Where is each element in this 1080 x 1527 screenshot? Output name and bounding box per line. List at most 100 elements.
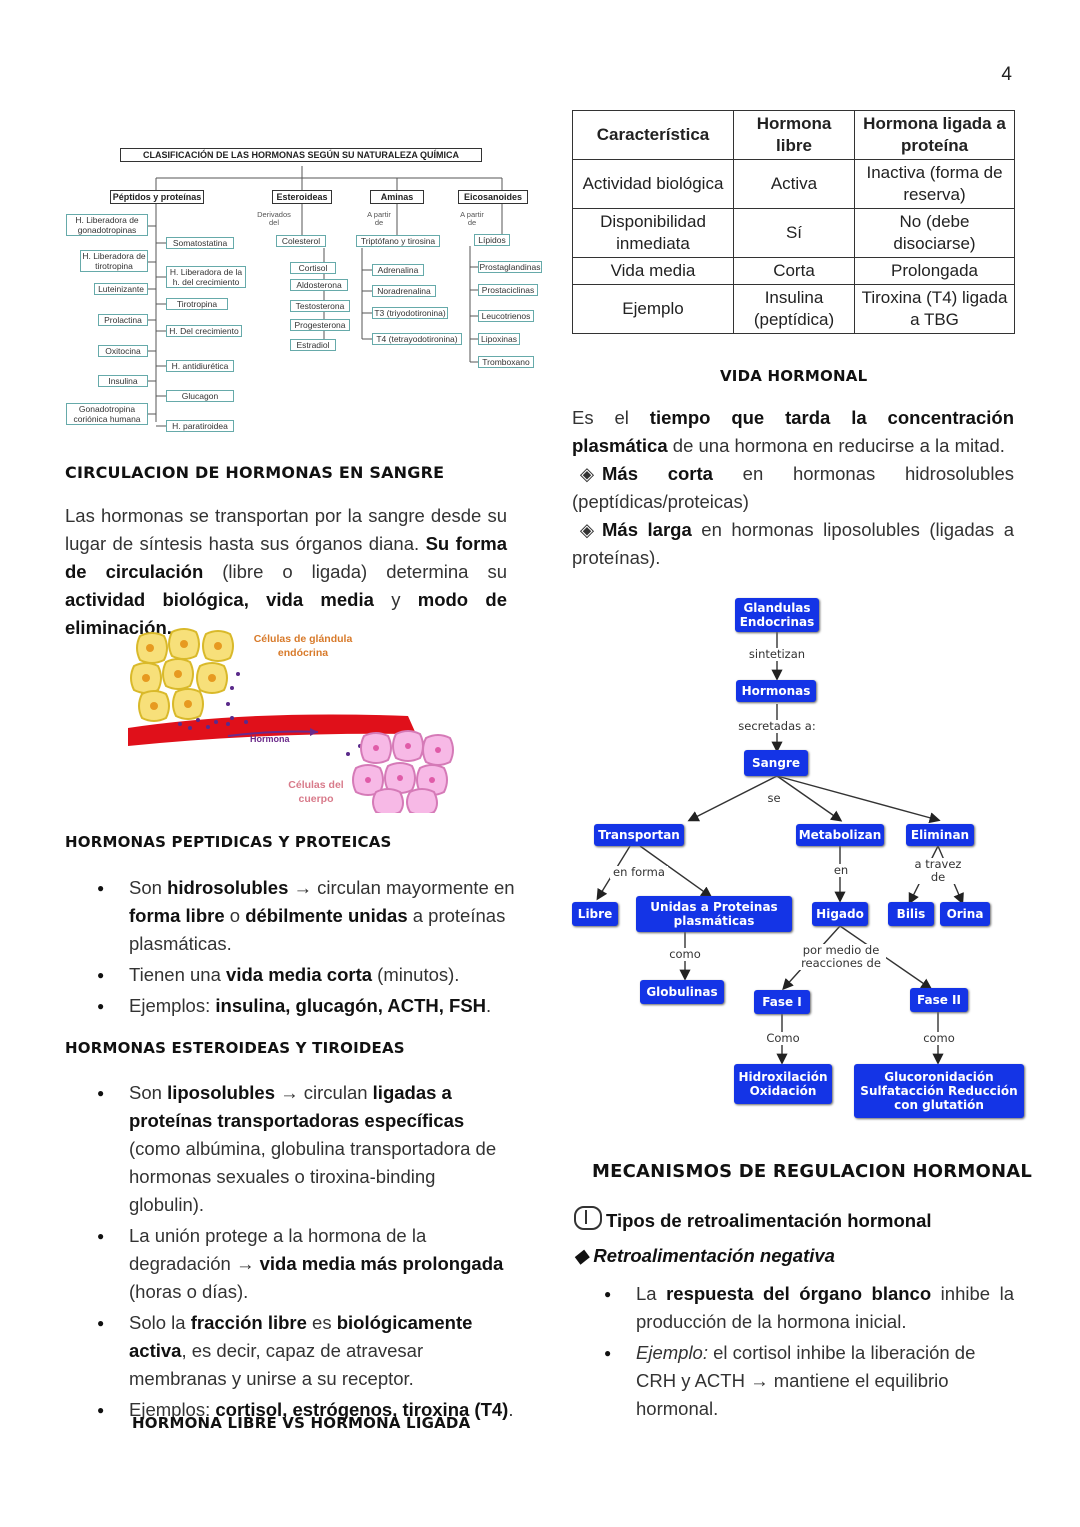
eicos-item: Prostaglandinas: [478, 261, 542, 273]
circulation-drawing: [128, 628, 454, 813]
peptide-item: H. antidiurética: [166, 360, 234, 372]
comparison-table: Característica Hormona libre Hormona lig…: [572, 110, 1015, 334]
node-free: Libre: [572, 902, 618, 926]
peptide-item: Glucagon: [166, 390, 234, 402]
list-item: Son liposolubles → circulan ligadas a pr…: [65, 1079, 515, 1219]
peptide-item: Luteinizante: [94, 283, 148, 295]
node-eliminate: Eliminan: [906, 824, 974, 846]
regulation-heading: MECANISMOS DE REGULACION HORMONAL: [592, 1161, 1033, 1182]
node-phase2-reactions: Glucoronidación Sulfatacción Reducción c…: [854, 1064, 1024, 1118]
steroid-item: Progesterona: [290, 319, 350, 331]
list-item: La unión protege a la hormona de la degr…: [65, 1222, 515, 1306]
label-secreted: secretadas a:: [734, 720, 820, 733]
label-synth: sintetizan: [746, 648, 808, 661]
steroid-item: Estradiol: [290, 339, 336, 351]
steroid-item: Aldosterona: [290, 279, 348, 291]
free-vs-bound-heading: HORMONA LIBRE VS HORMONA LIGADA: [132, 1414, 471, 1432]
node-globulins: Globulinas: [640, 980, 724, 1004]
steroid-item: Testosterona: [290, 300, 350, 312]
peptide-item: Tirotropina: [166, 298, 228, 310]
label-se: se: [766, 791, 782, 805]
list-item: Solo la fracción libre es biológicamente…: [65, 1309, 515, 1393]
peptide-item: Gonadotropina coriónica humana: [66, 403, 148, 425]
label-body-cells: Células del cuerpo: [288, 779, 344, 805]
node-phase1-reactions: Hidroxilación Oxidación: [734, 1064, 832, 1104]
note-steroids: Derivados del: [257, 210, 291, 227]
negative-feedback-title: ◆ Retroalimentación negativa: [574, 1245, 835, 1266]
brain-icon: [574, 1206, 602, 1230]
label-gland-cells: Células de glándula endócrina: [253, 633, 353, 659]
peptide-item: H. Del crecimiento: [166, 325, 242, 337]
group-peptides: Péptidos y proteínas: [110, 190, 204, 204]
label-como2: como: [920, 1032, 958, 1045]
eicos-item: Lípidos: [474, 234, 510, 246]
half-life-heading: VIDA HORMONAL: [720, 367, 868, 385]
concept-map-arrows: [596, 632, 964, 1065]
amine-item: Triptófano y tirosina: [356, 235, 440, 247]
half-life-paragraph: Es el tiempo que tarda la concentración …: [572, 407, 1014, 568]
label-by-means: por medio de reacciones de: [796, 944, 886, 970]
regulation-list: La respuesta del órgano blanco inhibe la…: [572, 1280, 1014, 1426]
eicos-item: Lipoxinas: [478, 333, 520, 345]
amine-item: T3 (triyodotironina): [372, 307, 448, 319]
table-header: Hormona libre: [733, 110, 855, 160]
table-header: Hormona ligada a proteína: [854, 110, 1015, 160]
group-steroids: Esteroideas: [272, 190, 332, 204]
node-phase1: Fase I: [754, 990, 810, 1014]
steroid-list: Son liposolubles → circulan ligadas a pr…: [65, 1079, 515, 1427]
table-header: Característica: [572, 110, 734, 160]
circulation-heading: CIRCULACION DE HORMONAS EN SANGRE: [65, 463, 445, 482]
node-hormones: Hormonas: [736, 680, 816, 702]
list-item: Ejemplo: el cortisol inhibe la liberació…: [572, 1339, 1014, 1423]
steroid-heading: HORMONAS ESTEROIDEAS Y TIROIDEAS: [65, 1039, 405, 1057]
node-liver: Higado: [812, 902, 868, 926]
concept-map: Glandulas Endocrinas sintetizan Hormonas…: [570, 596, 1030, 1126]
classification-title: CLASIFICACIÓN DE LAS HORMONAS SEGÚN SU N…: [120, 148, 482, 162]
diamond-bullet-icon: ◈: [579, 463, 595, 484]
node-transport: Transportan: [594, 824, 684, 846]
node-urine: Orina: [940, 902, 990, 926]
node-metabolize: Metabolizan: [796, 824, 884, 846]
node-bound: Unidas a Proteinas plasmáticas: [636, 896, 792, 932]
label-hormone: Hormona: [250, 734, 290, 744]
page-number: 4: [1001, 64, 1012, 85]
note-amines: A partir de: [367, 210, 391, 227]
peptide-item: Somatostatina: [166, 237, 234, 249]
peptidic-heading: HORMONAS PEPTIDICAS Y PROTEICAS: [65, 833, 392, 851]
peptide-item: Oxitocina: [98, 345, 148, 357]
label-en: en: [832, 863, 850, 877]
peptide-item: H. Liberadora de tirotropina: [80, 250, 148, 272]
peptide-item: Insulina: [98, 375, 148, 387]
list-item: Ejemplos: insulina, glucagón, ACTH, FSH.: [65, 992, 515, 1020]
group-eicosanoids: Eicosanoides: [458, 190, 528, 204]
classification-diagram: CLASIFICACIÓN DE LAS HORMONAS SEGÚN SU N…: [62, 142, 542, 442]
amine-item: Noradrenalina: [372, 285, 436, 297]
group-amines: Aminas: [370, 190, 424, 204]
steroid-item: Colesterol: [276, 235, 326, 247]
amine-item: T4 (tetrayodotironina): [372, 333, 462, 345]
amine-item: Adrenalina: [372, 264, 424, 276]
list-item: La respuesta del órgano blanco inhibe la…: [572, 1280, 1014, 1336]
steroid-item: Cortisol: [290, 262, 336, 274]
label-through: a travez de: [910, 858, 966, 884]
table-header-row: Característica Hormona libre Hormona lig…: [572, 110, 1015, 160]
circulation-illustration: Células de glándula endócrina Hormona Cé…: [120, 628, 465, 813]
eicos-item: Leucotrienos: [478, 310, 534, 322]
diamond-icon: ◆: [574, 1245, 594, 1266]
list-item: Ejemplos: cortisol, estrógenos, tiroxina…: [65, 1396, 515, 1424]
list-item: Tienen una vida media corta (minutos).: [65, 961, 515, 989]
regulation-subheading: Tipos de retroalimentación hormonal: [574, 1206, 932, 1232]
label-in-form: en forma: [610, 866, 668, 879]
node-glands: Glandulas Endocrinas: [735, 598, 819, 632]
node-bile: Bilis: [888, 902, 934, 926]
label-como: como: [666, 948, 704, 961]
peptide-item: H. Liberadora de la h. del crecimiento: [166, 266, 246, 288]
peptidic-list: Son hidrosolubles → circulan mayormente …: [65, 874, 515, 1023]
circulation-paragraph: Las hormonas se transportan por la sangr…: [65, 505, 508, 638]
peptide-item: H. Liberadora de gonadotropinas: [66, 214, 148, 236]
list-item: Son hidrosolubles → circulan mayormente …: [65, 874, 515, 958]
peptide-item: H. paratiroidea: [166, 420, 234, 432]
